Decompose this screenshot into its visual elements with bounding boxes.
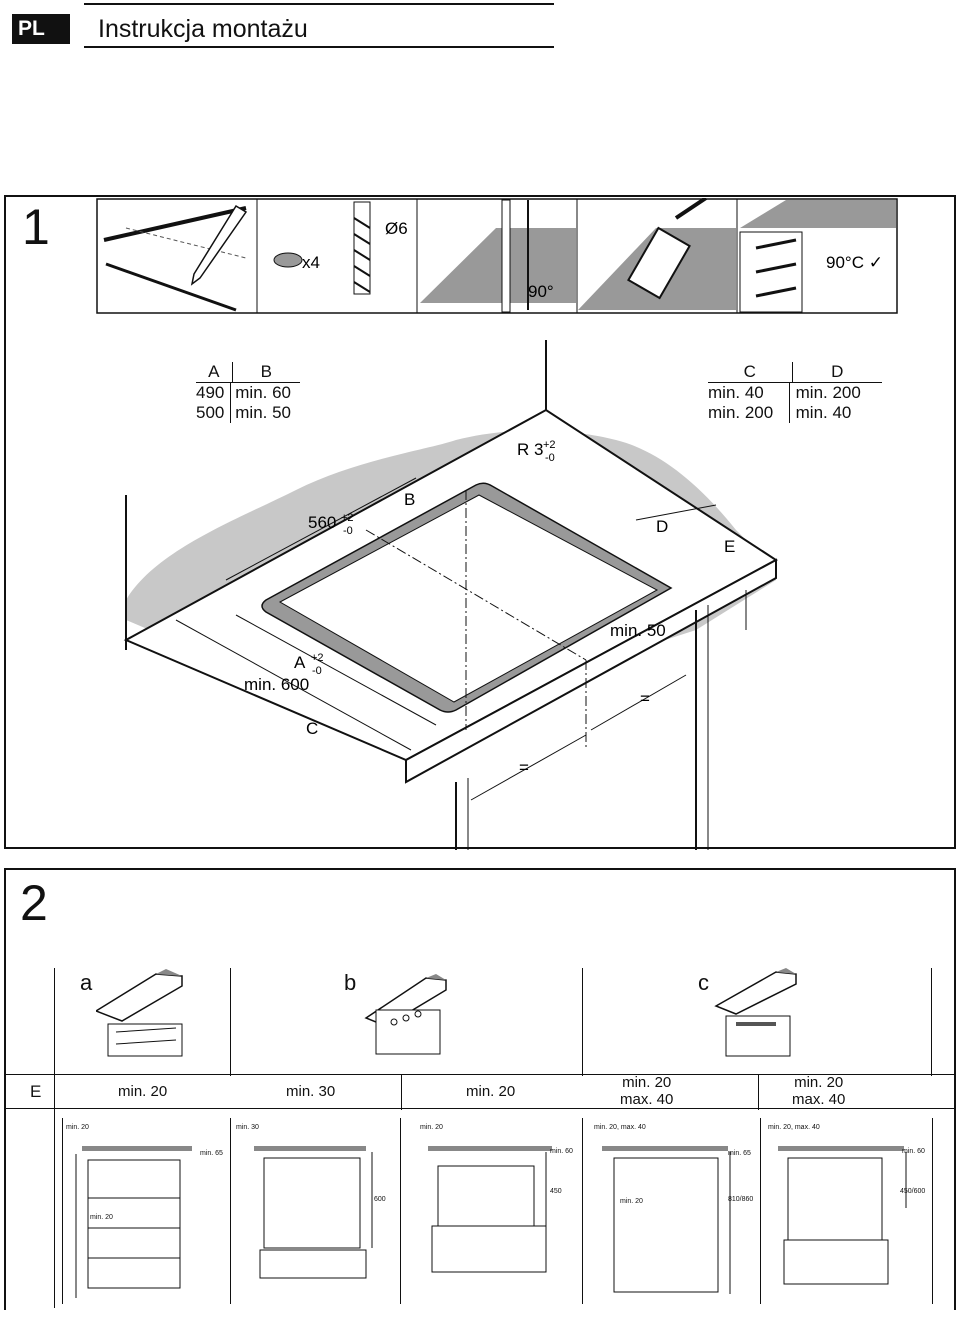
cab-label: min. 60 xyxy=(902,1148,925,1155)
cab-label: min. 30 xyxy=(236,1124,259,1131)
width-label: 560 xyxy=(308,513,336,532)
dishwasher-sketch xyxy=(714,968,797,1057)
width-tol-minus: -0 xyxy=(343,525,353,537)
cabinet-section-3 xyxy=(428,1146,552,1273)
cab-label: 810/860 xyxy=(728,1196,754,1203)
cell: min. 50 xyxy=(230,403,300,423)
oven-sketch xyxy=(364,974,447,1055)
tools-strip: x4 Ø6 90° 90°C ✓ xyxy=(96,198,898,314)
a-label: A xyxy=(294,653,306,672)
header-a: A xyxy=(208,362,220,381)
variant-c-label: c xyxy=(698,970,709,995)
variant-a-label: a xyxy=(80,970,93,995)
drill-icon: x4 Ø6 xyxy=(273,201,408,295)
d-label: D xyxy=(656,517,668,536)
e-value: min. 20 max. 40 xyxy=(792,1074,846,1108)
equal-label: = xyxy=(640,689,650,708)
a-tol-minus: -0 xyxy=(312,665,322,677)
table-rule xyxy=(4,1108,956,1109)
cab-label: min. 20 xyxy=(620,1198,643,1205)
variant-sketches xyxy=(96,968,797,1057)
cabinet-section-4 xyxy=(602,1146,731,1294)
step2-panel xyxy=(4,868,956,1310)
cell: min. 40 xyxy=(708,383,764,402)
e-value: min. 20 xyxy=(118,1083,168,1100)
header-bottom-rule xyxy=(84,46,554,48)
e-value: min. 30 xyxy=(286,1083,336,1100)
cab-label: 600 xyxy=(374,1196,386,1203)
e-value: min. 20 max. 40 xyxy=(620,1074,674,1108)
cab-label: min. 65 xyxy=(728,1150,751,1157)
drawers-icon: 90°C ✓ xyxy=(739,200,896,313)
e-label: E xyxy=(724,537,735,556)
table-ab: A B 490 min. 60 500 min. 50 xyxy=(196,362,300,423)
cell: min. 200 xyxy=(708,403,774,422)
cab-label: min. 20, max. 40 xyxy=(768,1124,820,1131)
b-label: B xyxy=(404,490,415,509)
cab-label: 450 xyxy=(550,1188,562,1195)
cell: min. 200 xyxy=(788,383,882,403)
cabinet-sections: min. 20 min. 65 min. 20 min. 30 600 min.… xyxy=(54,1118,934,1306)
width-tol-plus: +2 xyxy=(341,512,354,524)
cab-label: 450/600 xyxy=(900,1188,926,1195)
e-value: min. 20 xyxy=(466,1083,516,1100)
radius-tol-minus: -0 xyxy=(545,452,555,464)
header-c: C xyxy=(743,362,756,381)
variant-b-label: b xyxy=(344,970,357,995)
divider xyxy=(758,1074,759,1110)
cab-label: min. 20 xyxy=(66,1124,89,1131)
a-tol-plus: +2 xyxy=(311,652,324,664)
language-badge: PL xyxy=(12,14,70,44)
quantity-label: x4 xyxy=(302,253,320,272)
step2-number: 2 xyxy=(20,875,48,931)
min600-label: min. 600 xyxy=(244,675,309,694)
cab-label: min. 60 xyxy=(550,1148,573,1155)
cell: 490 xyxy=(196,383,225,402)
min50-label: min. 50 xyxy=(610,621,666,640)
table-rule xyxy=(4,1074,956,1075)
angle-label: 90° xyxy=(528,282,554,301)
cab-label: min. 20 xyxy=(90,1214,113,1221)
radius-label: R 3 xyxy=(517,440,543,459)
brush-icon xyxy=(578,198,736,310)
table-cd: C D min. 40 min. 200 min. 200 min. 40 xyxy=(708,362,882,423)
divider xyxy=(931,968,932,1076)
header-d: D xyxy=(791,362,882,382)
divider xyxy=(230,968,231,1076)
cell: 500 xyxy=(196,403,225,422)
cab-label: min. 65 xyxy=(200,1150,223,1157)
divider xyxy=(401,1074,402,1110)
cabinet-section-5 xyxy=(778,1146,907,1285)
cell: min. 40 xyxy=(788,403,882,423)
cabinet-section-2 xyxy=(254,1146,373,1279)
pencil-icon xyxy=(103,204,248,312)
drill-diameter-label: Ø6 xyxy=(385,219,408,238)
divider xyxy=(54,968,55,1308)
countertop-drawing: R 3 +2 -0 560 +2 -0 B D E A +2 -0 min. 6… xyxy=(123,340,778,850)
header-b: B xyxy=(231,362,300,382)
cell: min. 60 xyxy=(230,383,300,403)
temperature-label: 90°C ✓ xyxy=(826,253,883,272)
page-title: Instrukcja montażu xyxy=(98,15,308,43)
equal-label: = xyxy=(519,758,529,777)
header-top-rule xyxy=(84,3,554,5)
divider xyxy=(582,968,583,1076)
cab-label: min. 20 xyxy=(420,1124,443,1131)
e-row-label: E xyxy=(30,1082,42,1101)
c-label: C xyxy=(306,719,318,738)
step1-number: 1 xyxy=(22,199,50,255)
cab-label: min. 20, max. 40 xyxy=(594,1124,646,1131)
step1-panel xyxy=(4,195,956,849)
cabinet-section-1 xyxy=(75,1146,192,1298)
saw-icon: 90° xyxy=(420,198,576,313)
drawer-cabinet-sketch xyxy=(96,969,183,1057)
radius-tol-plus: +2 xyxy=(543,439,556,451)
